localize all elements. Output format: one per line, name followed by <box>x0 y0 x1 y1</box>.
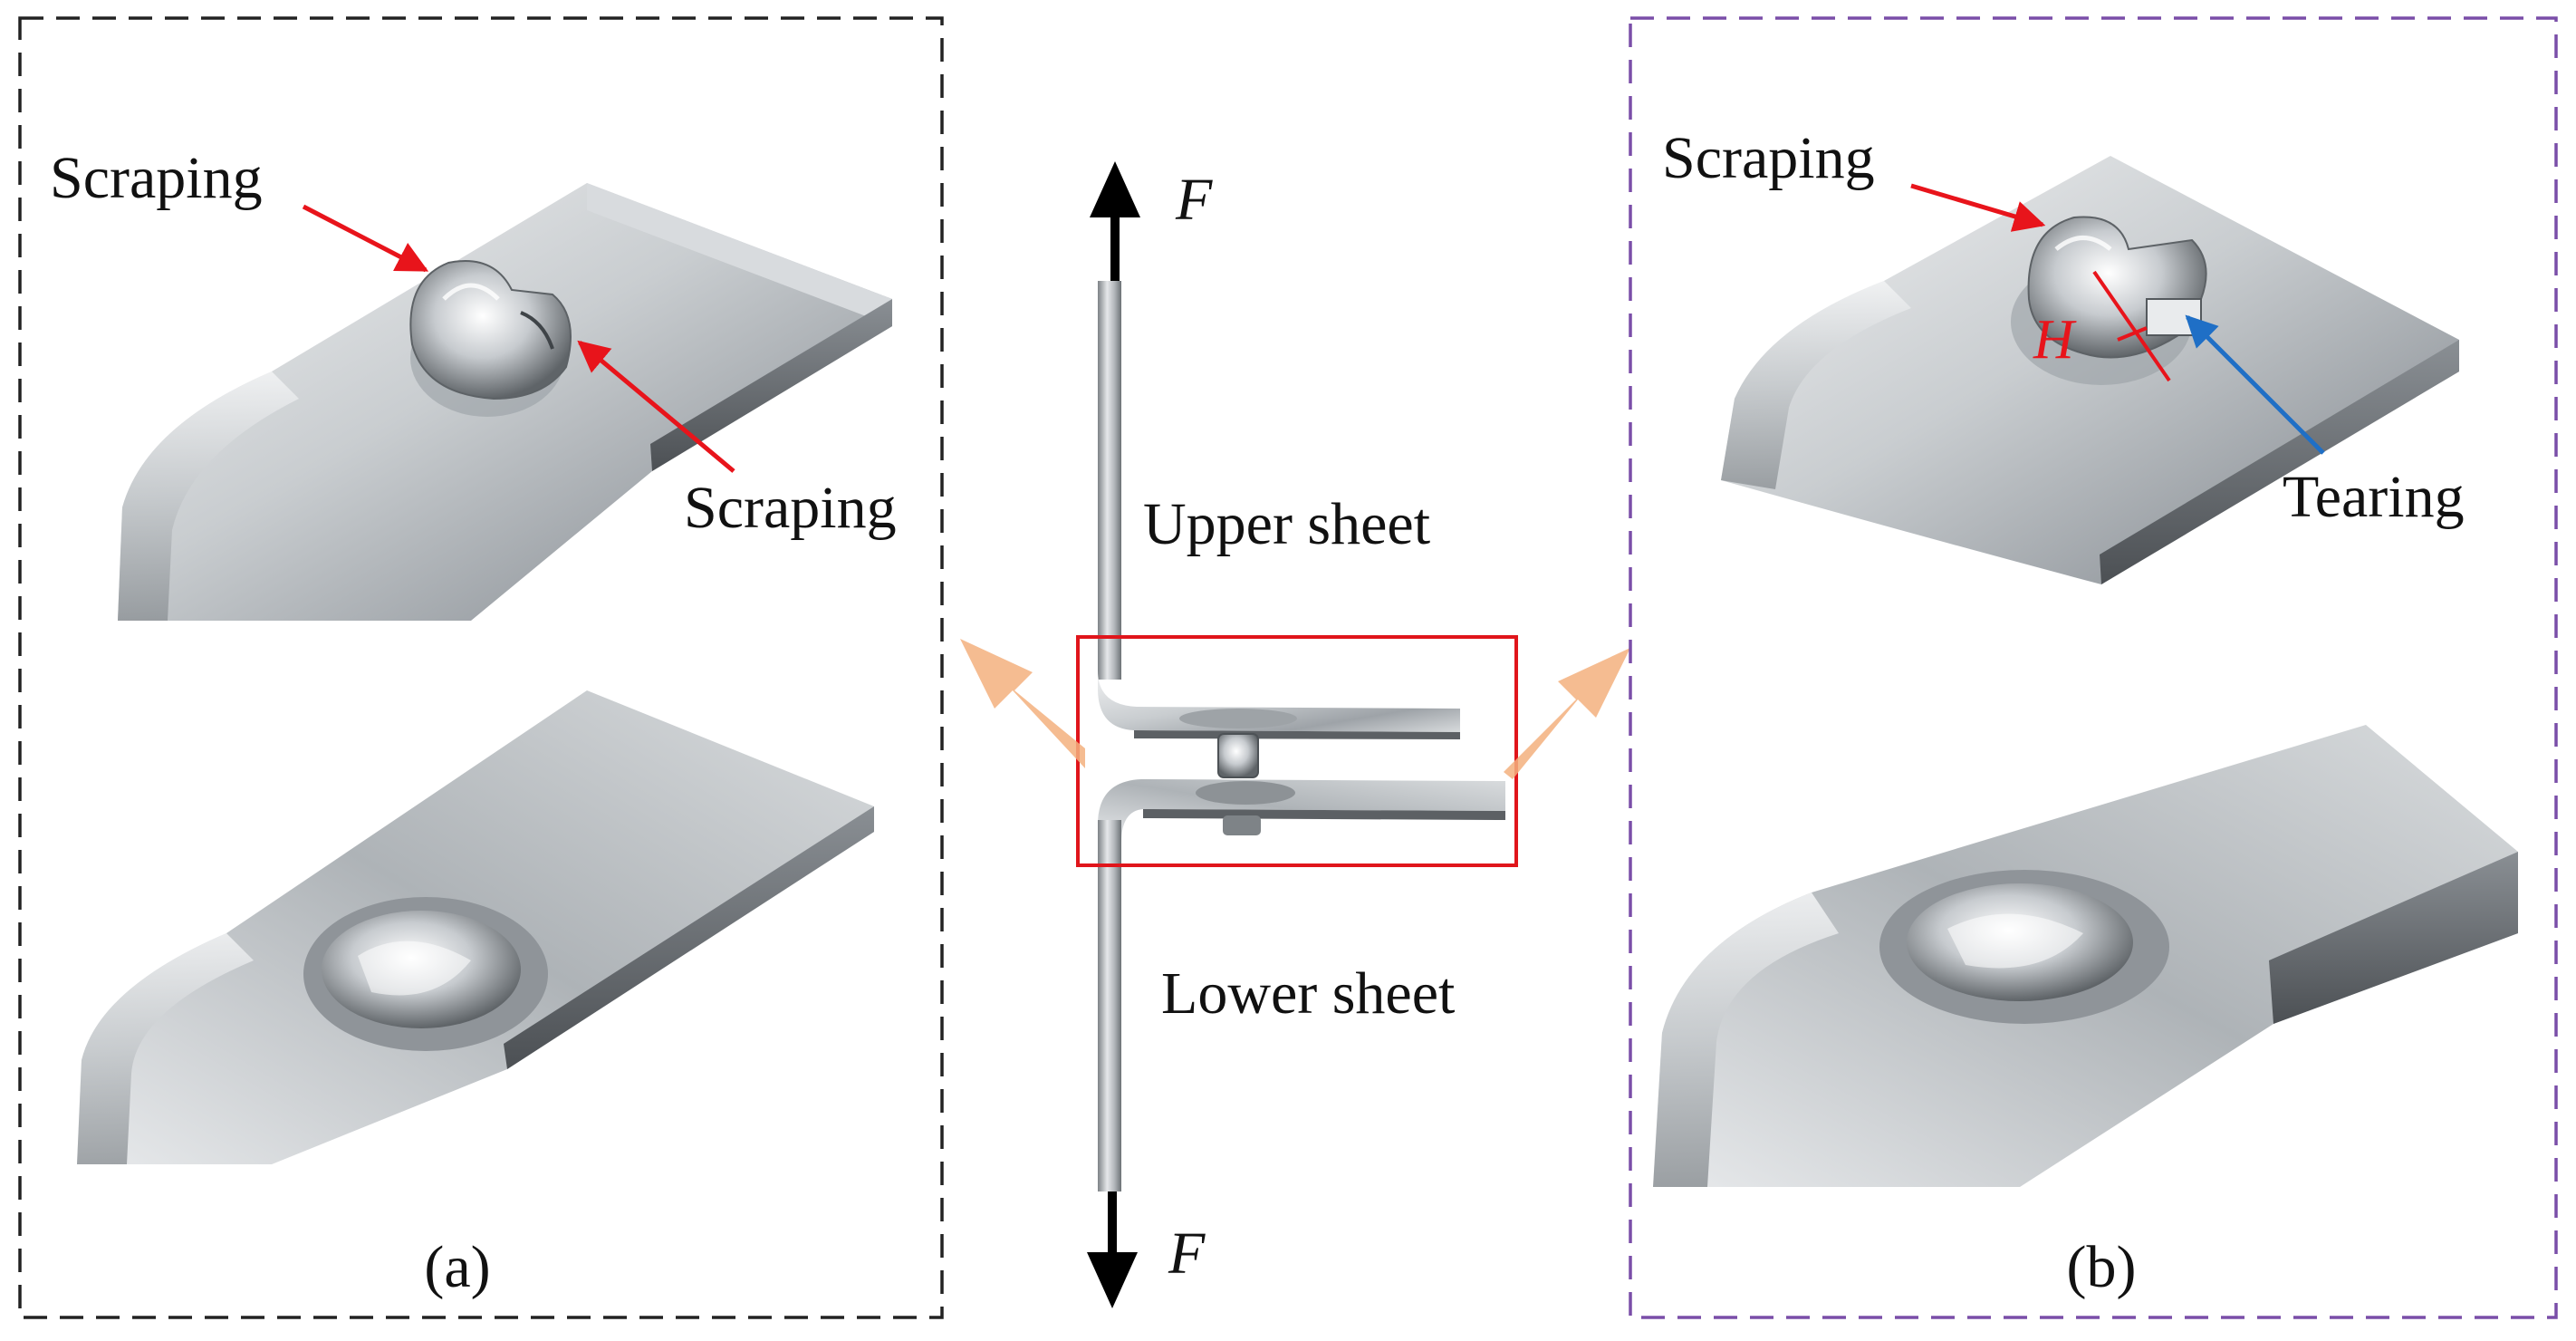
orange-arrow-right <box>1504 648 1630 779</box>
panel-b-scraping-label: Scraping <box>1662 125 1875 191</box>
panel-b-height-marker <box>2092 270 2171 382</box>
panel-a-scraping-label-top: Scraping <box>50 145 263 211</box>
center-specimen: F F <box>960 161 1630 1308</box>
panel-a-dimple <box>303 897 548 1051</box>
panel-b-dimple <box>1879 870 2169 1024</box>
panel-b-tearing-arrow <box>2185 314 2325 455</box>
panel-b-tearing-label: Tearing <box>2283 464 2465 530</box>
panel-b-border <box>1629 16 2558 1319</box>
panel-a-upper-sheet-photo <box>118 183 892 621</box>
force-arrow-bottom <box>1087 1169 1138 1308</box>
panel-b-upper-sheet-photo <box>1721 156 2459 584</box>
panel-b: Scraping H Tearing (b) <box>1629 16 2558 1319</box>
panel-a-scraping-arrow-top <box>302 204 429 273</box>
panel-a: Scraping Scraping (a) <box>18 16 944 1319</box>
force-label-bottom: F <box>1168 1220 1206 1287</box>
force-arrow-top <box>1090 161 1140 305</box>
panel-b-lower-sheet-photo <box>1653 725 2518 1187</box>
orange-arrow-left <box>960 639 1085 768</box>
force-label-top: F <box>1175 167 1213 233</box>
panel-b-height-label: H <box>2033 309 2077 371</box>
panel-b-caption: (b) <box>2067 1234 2137 1300</box>
panel-a-scraping-label-side: Scraping <box>684 475 897 541</box>
lower-sheet-label: Lower sheet <box>1161 960 1455 1027</box>
upper-sheet-label: Upper sheet <box>1143 491 1430 557</box>
panel-a-caption: (a) <box>424 1234 490 1300</box>
panel-b-scraping-arrow <box>1910 183 2046 232</box>
panel-a-border <box>18 16 944 1319</box>
joint-highlight-box <box>1076 635 1518 867</box>
panel-a-lower-sheet-photo <box>77 690 874 1164</box>
center-joint <box>1179 709 1297 778</box>
panel-a-scraping-arrow-side <box>577 340 735 473</box>
panel-b-joint-protrusion <box>2011 216 2207 385</box>
panel-a-joint-protrusion <box>409 260 572 417</box>
lower-sheet-strip <box>1098 779 1505 1191</box>
